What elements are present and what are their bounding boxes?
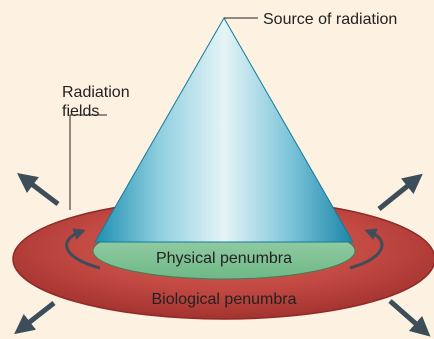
radiation-fields-leader-line [70,115,107,210]
arrow-down-left [22,303,54,328]
radiation-fields-label-line1: Radiation [62,84,130,101]
source-of-radiation-label: Source of radiation [263,11,397,28]
physical-penumbra-label: Physical penumbra [156,250,292,267]
arrow-up-right [379,180,415,209]
arrow-down-right [390,301,423,330]
radiation-cone [95,18,353,242]
radiation-fields-label-line2: fields [62,103,99,120]
arrow-up-left [25,179,58,204]
biological-penumbra-label: Biological penumbra [152,291,297,308]
